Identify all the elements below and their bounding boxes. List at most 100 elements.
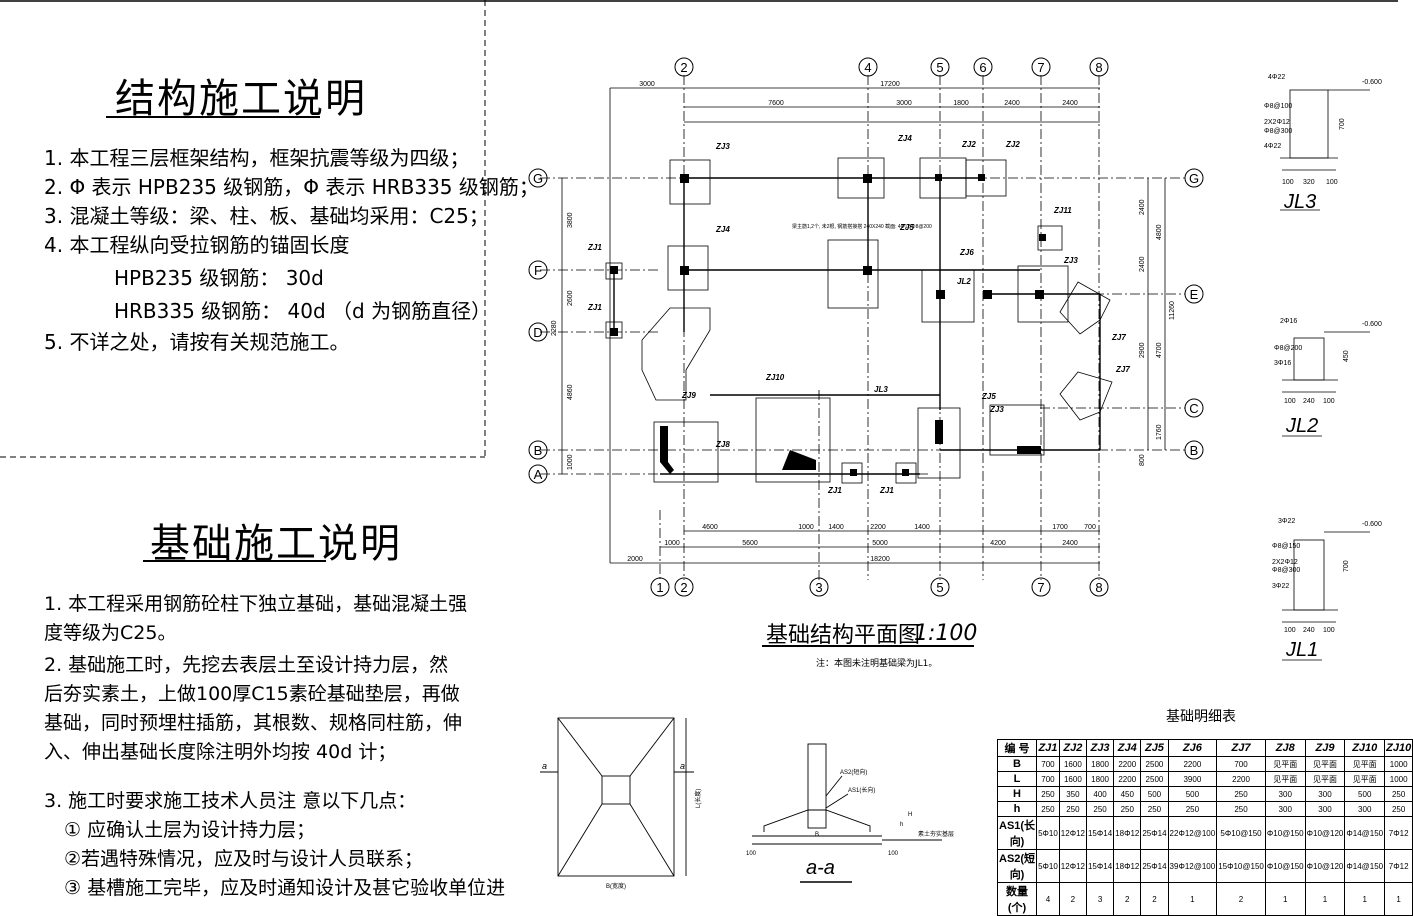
footing-label: ZJ1 <box>879 486 894 495</box>
dim-text: 700 <box>1084 524 1096 531</box>
table-cell: 500 <box>1140 786 1169 802</box>
table-cell: 1 <box>1304 882 1346 916</box>
table-cell: ZJ9 <box>1304 739 1346 757</box>
table-cell: 250 <box>1085 801 1115 817</box>
dim-text: 2400 <box>1004 100 1020 107</box>
table-title: 基础明细表 <box>1166 709 1236 725</box>
foundation-note-3c: ③ 基槽施工完毕，应及时通知设计及甚它验收单位进 <box>64 877 506 899</box>
axis-top-6: 6 <box>979 60 986 75</box>
dim-text: 1760 <box>1156 424 1163 440</box>
table-cell: 5Φ10 <box>1036 816 1060 850</box>
axis-right-C: C <box>1189 401 1198 416</box>
footing-section: AS2(短向) AS1(长向) B 100 100 H h 素土夯实基层 a-a <box>746 743 954 883</box>
section-width: 100 <box>1326 179 1338 186</box>
axis-top-5: 5 <box>936 60 943 75</box>
structure-note-4b: HRB335 级钢筋： 40d （d 为钢筋直径） <box>114 299 492 323</box>
dim-text: 1000 <box>664 540 680 547</box>
footing-label: ZJ5 <box>981 392 996 401</box>
section-width: 100 <box>1284 627 1296 634</box>
footing-label: ZJ7 <box>1111 333 1126 342</box>
table-cell: 2500 <box>1140 756 1169 772</box>
footing-label: ZJ1 <box>827 486 842 495</box>
section-width: 240 <box>1303 627 1315 634</box>
structure-note-4: 4. 本工程纵向受拉钢筋的锚固长度 <box>44 233 350 257</box>
beam-label: JL3 <box>874 385 888 394</box>
table-cell: B <box>996 756 1038 772</box>
section-rebar: Φ8@200 <box>1274 345 1302 352</box>
table-cell: 1600 <box>1058 756 1087 772</box>
section-rebar: 3Φ22 <box>1272 583 1289 590</box>
table-cell: 12Φ12 <box>1058 849 1087 883</box>
table-cell: 250 <box>1216 801 1266 817</box>
dim-text: 1000 <box>798 524 814 531</box>
dim-text: 800 <box>1139 454 1146 466</box>
table-cell: 1800 <box>1085 771 1115 787</box>
section-rebar: Φ8@100 <box>1264 103 1292 110</box>
table-cell: L <box>996 771 1038 787</box>
footing-label: ZJ5 <box>899 223 914 232</box>
table-cell: 数量(个) <box>996 882 1038 916</box>
foundation-note-1: 1. 本工程采用钢筋砼柱下独立基础，基础混凝土强度等级为C25。 <box>44 593 468 644</box>
axis-bottom-7: 7 <box>1037 580 1044 595</box>
section-name: JL1 <box>1285 639 1318 661</box>
table-cell: 300 <box>1344 801 1386 817</box>
table-cell: 1 <box>1264 882 1306 916</box>
axis-left-F: F <box>534 263 542 278</box>
table-cell: 见平面 <box>1304 756 1346 772</box>
table-row: H 250 350 400 450 500 500 250 300 300 50… <box>996 786 1413 802</box>
dim-text: 1700 <box>1052 524 1068 531</box>
axis-bottom-2: 2 <box>680 580 687 595</box>
dim-text: 18200 <box>870 556 890 563</box>
table-cell: ZJ3 <box>1085 739 1115 757</box>
dim-text: 4860 <box>567 384 574 400</box>
table-cell: 1000 <box>1384 771 1413 787</box>
table-cell: 1 <box>1344 882 1386 916</box>
table-header-row: 编 号 ZJ1 ZJ2 ZJ3 ZJ4 ZJ5 ZJ6 ZJ7 ZJ8 ZJ9 … <box>996 739 1413 757</box>
table-cell: Φ14@150 <box>1344 816 1386 850</box>
section-name: JL3 <box>1283 191 1316 213</box>
section-rebar: Φ8@300 <box>1264 128 1292 135</box>
table-cell: 500 <box>1167 786 1218 802</box>
table-cell: h <box>996 801 1038 817</box>
table-cell: Φ10@120 <box>1304 849 1346 883</box>
dim-text: B <box>815 832 819 838</box>
table-cell: 25Φ14 <box>1140 849 1169 883</box>
section-height: 700 <box>1339 118 1346 130</box>
section-title: a-a <box>806 857 835 879</box>
table-cell: 见平面 <box>1264 771 1306 787</box>
plan-title: 基础结构平面图 <box>766 623 921 648</box>
table-cell: 18Φ12 <box>1113 816 1142 850</box>
table-cell: 见平面 <box>1344 771 1386 787</box>
table-cell: 250 <box>1036 801 1060 817</box>
dim-text: 5000 <box>872 540 888 547</box>
table-cell: Φ10@120 <box>1304 816 1346 850</box>
dim-text: 2400 <box>1062 540 1078 547</box>
table-cell: 15Φ14 <box>1085 849 1115 883</box>
dim-text: 2200 <box>870 524 886 531</box>
table-cell: 15Φ10@150 <box>1216 849 1266 883</box>
axis-bottom-3: 3 <box>815 580 822 595</box>
dim-text: 2000 <box>627 556 643 563</box>
dim-text: 2400 <box>1062 100 1078 107</box>
table-cell: 5Φ10@150 <box>1216 816 1266 850</box>
dim-text: 2900 <box>1139 342 1146 358</box>
table-cell: 18Φ12 <box>1113 849 1142 883</box>
table-cell: 22Φ12@100 <box>1167 816 1218 850</box>
structure-notes-title: 结构施工说明 <box>115 76 367 122</box>
dim-text: 3000 <box>896 100 912 107</box>
table-cell: 7Φ12 <box>1384 849 1413 883</box>
section-level: -0.600 <box>1362 521 1382 528</box>
section-level: -0.600 <box>1362 321 1382 328</box>
structure-note-2: 2. Φ 表示 HPB235 级钢筋，Φ 表示 HRB335 级钢筋； <box>44 175 539 199</box>
table-cell: ZJ5 <box>1140 739 1169 757</box>
footing-label: ZJ6 <box>959 248 974 257</box>
table-cell: ZJ2 <box>1058 739 1087 757</box>
footing-label: ZJ3 <box>715 142 730 151</box>
section-width: 240 <box>1303 398 1315 405</box>
footing-label: ZJ3 <box>1063 256 1078 265</box>
footing-label: ZJ1 <box>587 303 602 312</box>
table-cell: 2 <box>1058 882 1087 916</box>
frame-lines <box>0 0 1398 458</box>
table-cell: 1 <box>1167 882 1218 916</box>
table-row: B 700 1600 1800 2200 2500 2200 700 见平面 见… <box>996 756 1413 772</box>
